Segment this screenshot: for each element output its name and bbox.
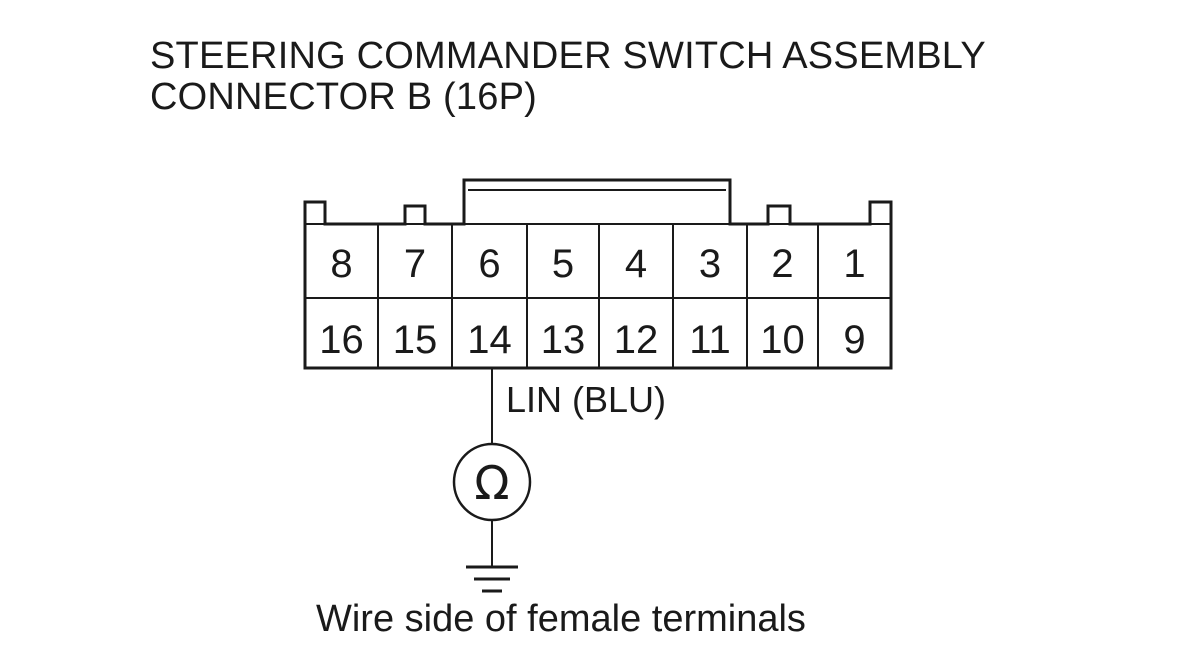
terminal-12: 12	[614, 318, 659, 362]
ground-icon	[466, 565, 518, 593]
terminal-15: 15	[393, 318, 438, 362]
terminal-1: 1	[843, 242, 865, 286]
diagram-title: STEERING COMMANDER SWITCH ASSEMBLY CONNE…	[150, 36, 986, 118]
ohmmeter-icon: Ω	[452, 442, 532, 522]
terminal-8: 8	[330, 242, 352, 286]
terminal-6: 6	[478, 242, 500, 286]
terminal-4: 4	[625, 242, 647, 286]
ohm-symbol: Ω	[474, 456, 509, 510]
terminal-5: 5	[552, 242, 574, 286]
terminal-11: 11	[689, 318, 731, 362]
wire-label: LIN (BLU)	[506, 379, 667, 420]
terminal-row-bottom: 16 15 14 13 12 11 10 9	[319, 318, 865, 362]
terminal-9: 9	[843, 318, 865, 362]
terminal-16: 16	[319, 318, 364, 362]
terminal-row-top: 8 7 6 5 4 3 2 1	[330, 242, 865, 286]
title-line-1: STEERING COMMANDER SWITCH ASSEMBLY	[150, 35, 986, 77]
terminal-2: 2	[771, 242, 793, 286]
terminal-grid	[305, 223, 891, 368]
terminal-3: 3	[699, 242, 721, 286]
terminal-7: 7	[404, 242, 426, 286]
terminal-13: 13	[541, 318, 586, 362]
title-line-2: CONNECTOR B (16P)	[150, 76, 537, 118]
terminal-10: 10	[760, 318, 805, 362]
terminal-14: 14	[467, 318, 512, 362]
diagram-caption: Wire side of female terminals	[316, 598, 806, 640]
